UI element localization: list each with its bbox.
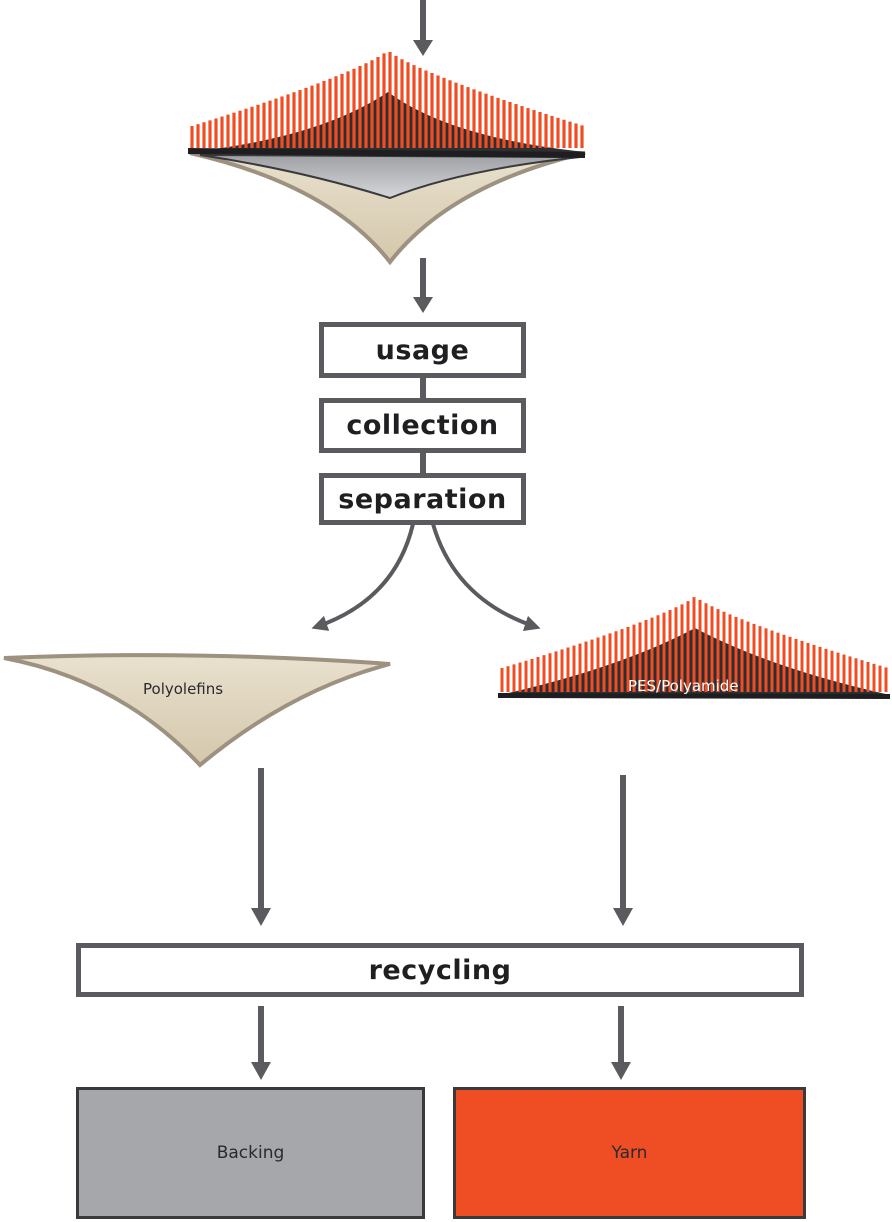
backing-output-box: Backing: [76, 1087, 425, 1219]
recycling-box: recycling: [76, 943, 804, 997]
arrow-to-usage: [413, 258, 433, 313]
split-arrow-left: [311, 523, 415, 631]
step-separation: separation: [319, 473, 526, 525]
polyolefins-material-shape: [3, 653, 391, 768]
step-collection: collection: [319, 398, 526, 453]
pes-polyamide-label: PES/Polyamide: [628, 677, 739, 695]
step-usage: usage: [319, 322, 526, 378]
arrow-recycling-to-yarn: [611, 1006, 631, 1080]
carpet-illustration-full: [188, 51, 586, 266]
step-separation-label: separation: [338, 483, 507, 515]
backing-output-label: Backing: [216, 1143, 285, 1163]
arrow-polyolefins-to-recycling: [251, 768, 271, 926]
step-usage-label: usage: [375, 334, 470, 366]
step-collection-label: collection: [346, 410, 499, 441]
yarn-output-label: Yarn: [611, 1143, 648, 1163]
pes-polyamide-material-shape: [498, 597, 890, 699]
recycling-label: recycling: [368, 954, 512, 986]
arrow-pes-to-recycling: [613, 775, 633, 926]
top-incoming-arrow: [413, 0, 433, 56]
yarn-output-box: Yarn: [453, 1087, 806, 1219]
polyolefins-label: Polyolefins: [143, 680, 224, 698]
split-arrow-right: [431, 523, 541, 632]
arrow-recycling-to-backing: [251, 1006, 271, 1080]
